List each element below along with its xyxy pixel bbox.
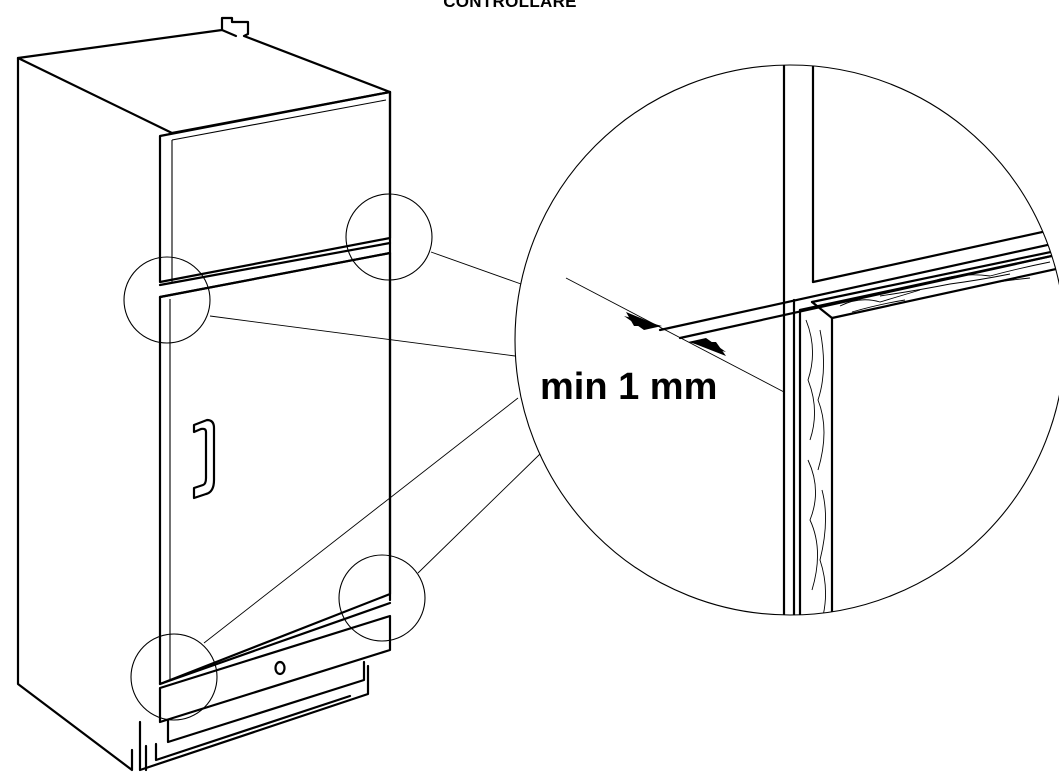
lower-door — [158, 251, 392, 686]
magnifier-circle — [514, 64, 1059, 616]
page-title: CONTROLLARE — [443, 0, 577, 11]
door-handle — [192, 418, 216, 500]
check-circle-top-right — [345, 193, 433, 281]
cabinet-body — [16, 16, 392, 772]
plinth — [138, 614, 392, 772]
door-gap — [158, 241, 392, 287]
magnifier-detail — [514, 64, 1059, 616]
vent-screw-icon — [274, 660, 286, 676]
check-circle-bottom-right — [338, 554, 426, 642]
upper-door — [158, 90, 392, 284]
leader-lines — [203, 251, 541, 644]
check-circle-bottom-left — [130, 633, 218, 721]
check-circles — [123, 193, 433, 721]
dimension-label: min 1 mm — [540, 366, 718, 408]
check-circle-top-left — [123, 256, 211, 344]
